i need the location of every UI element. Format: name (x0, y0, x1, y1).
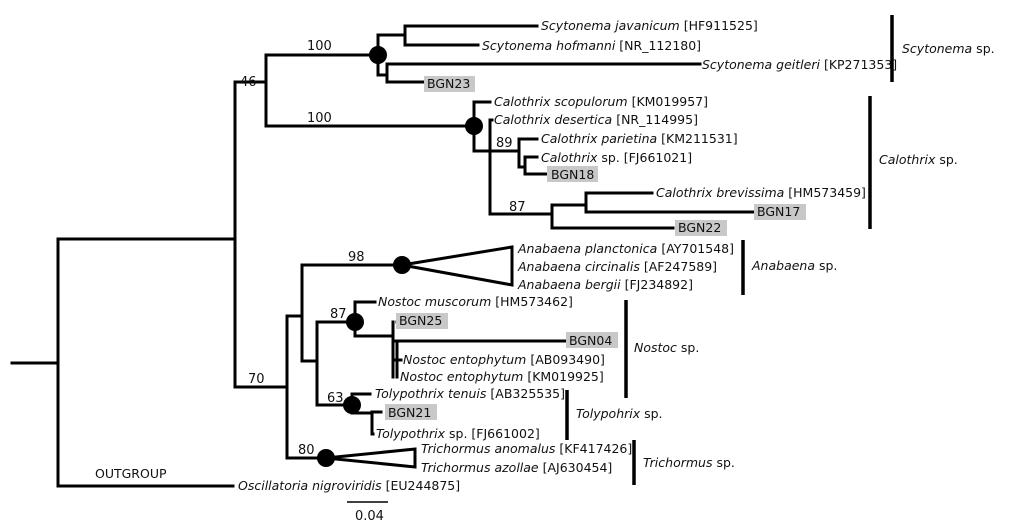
support-value: 100 (307, 111, 332, 126)
highlight-bgn23 (424, 76, 475, 92)
leaf-label-bgn21: BGN21 (388, 405, 431, 420)
highlight-bgn18 (547, 166, 598, 182)
clade-label-anabaena: Anabaena sp. (751, 258, 837, 273)
leaf-label-bgn04: BGN04 (569, 333, 612, 348)
leaf-label: Nostoc entophytum [KM019925] (400, 369, 604, 384)
leaf-label: Calothrix scopulorum [KM019957] (494, 94, 708, 109)
leaf-label: Scytonema geitleri [KP271353] (702, 57, 897, 72)
branch-tol-inner (350, 410, 383, 436)
support-value: 80 (298, 443, 315, 458)
support-value: 87 (330, 307, 347, 322)
clade-label-nostoc: Nostoc sp. (634, 340, 699, 355)
leaf-label-bgn17: BGN17 (757, 204, 800, 219)
highlight-bgn21 (385, 404, 437, 420)
node-dot-nostoc (346, 313, 364, 331)
clade-label-tolypothrix: Tolypohrix sp. (576, 406, 663, 421)
leaf-label: Calothrix parietina [KM211531] (541, 131, 738, 146)
leaf-label: Calothrix desertica [NR_114995] (494, 112, 698, 127)
branch-87a (488, 191, 756, 230)
branch-89 (488, 137, 548, 176)
support-value: 70 (248, 372, 265, 387)
leaf-label: Scytonema javanicum [HF911525] (541, 18, 758, 33)
node-dot-trichormus (317, 449, 335, 467)
branch-scy-pair (376, 24, 539, 47)
clade-label-calothrix: Calothrix sp. (879, 152, 958, 167)
highlight-bgn17 (754, 204, 806, 220)
branch-nos-inner (353, 320, 567, 379)
scale-bar-label: 0.04 (355, 509, 384, 524)
node-dot-tolypothrix (343, 396, 361, 414)
highlight-bgn04 (566, 332, 618, 348)
outgroup-label: OUTGROUP (95, 466, 167, 481)
scale-bar: 0.04 (347, 501, 388, 524)
leaf-label: Trichormus anomalus [KF417426] (421, 441, 632, 456)
highlight-bgn22 (675, 220, 727, 236)
leaf-label: Anabaena bergii [FJ234892] (517, 277, 693, 292)
leaf-label: Anabaena circinalis [AF247589] (517, 259, 717, 274)
leaf-label: Nostoc muscorum [HM573462] (378, 294, 573, 309)
leaf-label: Oscillatoria nigroviridis [EU244875] (238, 478, 460, 493)
branch-tri-triangle (325, 447, 417, 469)
leaf-labels: Scytonema javanicum [HF911525] Scytonema… (95, 18, 897, 493)
support-value: 63 (327, 391, 344, 406)
clade-annotations: Scytonema sp. Calothrix sp. Anabaena sp.… (565, 15, 995, 485)
branch-nt-split (300, 320, 319, 407)
leaf-label: Calothrix brevissima [HM573459] (656, 185, 866, 200)
node-dot-scytonema (369, 46, 387, 64)
support-values: 100 46 100 89 87 98 87 70 63 80 (240, 39, 526, 458)
leaf-label: Anabaena planctonica [AY701548] (517, 241, 734, 256)
leaf-label-bgn23: BGN23 (427, 76, 470, 91)
node-dot-anabaena (393, 256, 411, 274)
highlight-bgn25 (396, 313, 448, 329)
support-value: 100 (307, 39, 332, 54)
support-value: 87 (509, 200, 526, 215)
leaf-label: Tolypothrix tenuis [AB325535] (375, 386, 565, 401)
leaf-label: Scytonema hofmanni [NR_112180] (482, 38, 701, 53)
leaf-label: Calothrix sp. [FJ661021] (541, 150, 692, 165)
node-markers (317, 46, 483, 467)
support-value: 89 (496, 136, 513, 151)
leaf-label: Tolypothrix sp. [FJ661002] (376, 426, 540, 441)
support-value: 98 (348, 250, 365, 265)
branch-scy-lower (376, 62, 702, 84)
leaf-label: Nostoc entophytum [AB093490] (403, 352, 605, 367)
branch-ana-triangle (401, 245, 514, 287)
leaf-label-bgn18: BGN18 (551, 167, 594, 182)
branch-cal-inner (472, 118, 492, 216)
support-value: 46 (240, 75, 257, 90)
leaf-label-bgn25: BGN25 (399, 313, 442, 328)
leaf-label-bgn22: BGN22 (678, 220, 721, 235)
clade-label-trichormus: Trichormus sp. (643, 455, 735, 470)
clade-label-scytonema: Scytonema sp. (902, 41, 995, 56)
leaf-label: Trichormus azollae [AJ630454] (421, 460, 612, 475)
node-dot-calothrix (465, 117, 483, 135)
